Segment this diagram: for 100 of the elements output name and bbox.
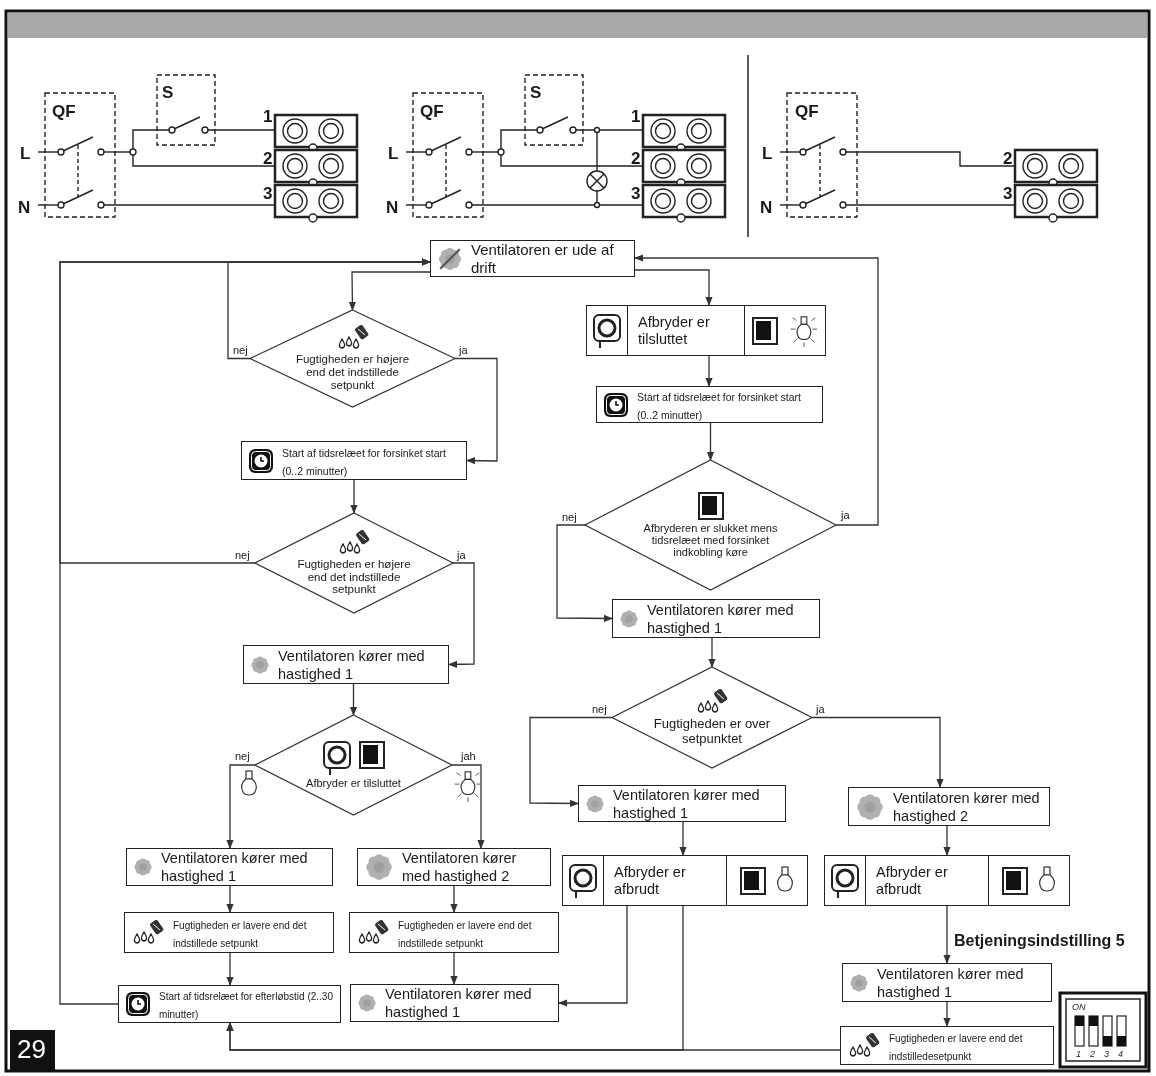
node-text: Ventilatoren kører med hastighed 1 xyxy=(278,647,425,682)
page-number: 29 xyxy=(17,1036,46,1062)
terminal-number: 2 xyxy=(1003,150,1013,167)
connector-arrow xyxy=(706,422,715,461)
node-text: Fugtigheden er over setpunktet xyxy=(652,716,772,747)
edge-label: nej xyxy=(232,345,249,356)
node-text: Start af tidsrelæet for efterløbstid (2..30 minutter) xyxy=(159,991,333,1020)
status-box xyxy=(562,855,808,906)
decision-diamond xyxy=(612,667,812,768)
process-box xyxy=(124,912,334,953)
node-text: Afbryder er tilsluttet xyxy=(306,776,401,790)
dip-switch-label: 3 xyxy=(1104,1050,1109,1059)
switch-label: S xyxy=(162,84,174,101)
node-text: Ventilatoren kører med hastighed 1 xyxy=(877,965,1024,1000)
node-text: Afbryder er afbrudt xyxy=(876,864,949,897)
process-box xyxy=(357,848,551,886)
process-box xyxy=(578,785,786,822)
decision-diamond xyxy=(585,460,836,590)
node-text: Ventilatoren kører med hastighed 1 xyxy=(647,601,794,636)
status-box xyxy=(586,305,826,356)
edge-label: nej xyxy=(234,550,251,561)
process-box xyxy=(612,599,820,638)
switch-label: QF xyxy=(795,103,819,120)
edge-label: ja xyxy=(458,345,469,356)
node-text: Start af tidsrelæet for forsinket start (0..2 minutter) xyxy=(637,390,801,421)
connector-arrow xyxy=(708,637,716,668)
switch-label: S xyxy=(530,84,542,101)
node-text: Fugtigheden er lavere end det indstillede setpunkt xyxy=(173,919,307,949)
switch-label: QF xyxy=(52,103,76,120)
edge-label: ja xyxy=(815,704,826,715)
process-box xyxy=(596,386,823,423)
dip-switch-label: 4 xyxy=(1118,1050,1123,1059)
edge-label: ja xyxy=(456,550,467,561)
node-text: Afbryderen er slukket mens tidsrelæet med forsinket indkobling køre xyxy=(642,521,779,559)
status-box xyxy=(824,855,1070,906)
dip-switch-label: 1 xyxy=(1076,1050,1081,1059)
edge-label: ja xyxy=(840,510,851,521)
node-text: Ventilatoren kører med hastighed 2 xyxy=(402,850,517,884)
process-box xyxy=(842,963,1052,1002)
connector-arrow xyxy=(556,524,613,623)
node-text: Ventilatoren kører med hastighed 2 xyxy=(893,789,1040,824)
connector-arrow xyxy=(634,254,879,526)
switch-label: QF xyxy=(420,103,444,120)
wire-label: L xyxy=(20,145,31,162)
connector-arrow xyxy=(558,905,628,1007)
edge-label: nej xyxy=(234,751,251,762)
process-box xyxy=(430,240,635,277)
terminal-number: 2 xyxy=(263,150,273,167)
terminal-number: 1 xyxy=(631,108,641,125)
terminal-number: 3 xyxy=(1003,185,1013,202)
edge-label: nej xyxy=(591,704,608,715)
node-text: Fugtigheden er lavere end det indstillede setpunkt xyxy=(398,919,532,949)
wire-label: N xyxy=(386,199,399,216)
section-heading: Betjeningsindstilling 5 xyxy=(954,933,1125,949)
wire-label: L xyxy=(762,145,773,162)
connector-arrow xyxy=(450,952,458,985)
connector-arrow xyxy=(226,1022,841,1051)
dip-switch-label: ON xyxy=(1072,1003,1086,1012)
dip-switch-label: 2 xyxy=(1090,1050,1095,1059)
wire-label: N xyxy=(18,199,31,216)
node-text: Start af tidsrelæet for forsinket start (0..2 minutter) xyxy=(282,446,446,477)
connector-arrow xyxy=(811,716,944,788)
connector-arrow xyxy=(679,821,687,856)
wire-label: L xyxy=(388,145,399,162)
connector-arrow xyxy=(350,479,358,514)
process-box xyxy=(349,912,559,953)
connector-arrow xyxy=(226,952,234,986)
process-box xyxy=(243,645,449,684)
connector-arrow xyxy=(705,355,713,387)
connector-arrow xyxy=(943,825,951,856)
connector-arrow xyxy=(943,1001,951,1027)
connector-arrow xyxy=(348,271,431,311)
process-box xyxy=(848,787,1050,826)
connector-arrow xyxy=(59,258,431,1005)
connector-arrow xyxy=(634,269,713,306)
node-text: Fugtigheden er højere end det indstillede setpunkt xyxy=(296,557,412,597)
terminal-number: 3 xyxy=(631,185,641,202)
process-box xyxy=(840,1026,1054,1065)
edge-label: nej xyxy=(561,512,578,523)
terminal-number: 1 xyxy=(263,108,273,125)
connector-arrow xyxy=(450,885,458,913)
connector-arrow xyxy=(454,357,498,465)
node-text: Afbryder er afbrudt xyxy=(614,864,687,897)
decision-diamond xyxy=(250,310,455,407)
node-text: Ventilatoren er ude af drift xyxy=(471,240,614,276)
terminal-number: 3 xyxy=(263,185,273,202)
process-box xyxy=(350,984,559,1022)
process-box xyxy=(241,441,467,480)
connector-arrow xyxy=(226,764,256,849)
process-box xyxy=(118,985,341,1023)
node-text: Afbryder er tilsluttet xyxy=(638,314,711,347)
node-text: Fugtigheden er lavere end det indstilledesetpunkt xyxy=(889,1032,1023,1062)
connector-arrow xyxy=(529,716,613,808)
process-box xyxy=(126,848,333,886)
connector-arrow xyxy=(943,905,951,964)
node-text: Fugtigheden er højere end det indstillede setpunkt xyxy=(294,353,411,392)
connector-arrow xyxy=(451,764,485,849)
connector-arrow xyxy=(448,562,475,668)
terminal-number: 2 xyxy=(631,150,641,167)
decision-diamond xyxy=(255,715,452,815)
